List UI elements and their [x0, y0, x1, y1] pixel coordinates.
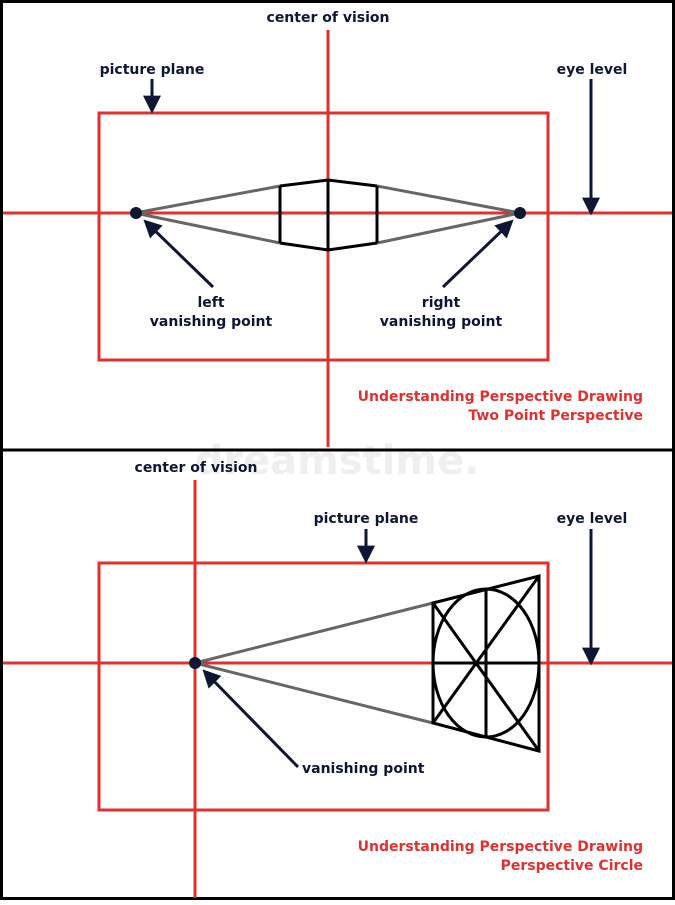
center-of-vision-label: center of vision	[267, 10, 390, 26]
panel-title-line2: Perspective Circle	[501, 858, 643, 874]
right-vp-arrow	[441, 219, 514, 289]
vanishing-point-dot	[189, 657, 201, 669]
picture-plane-label: picture plane	[100, 62, 205, 78]
left-vp-arrow	[143, 219, 215, 289]
eye-level-label: eye level	[557, 62, 628, 78]
left-vp-label-line1: left	[197, 295, 224, 311]
vanishing-point-label: vanishing point	[302, 761, 425, 777]
watermark: dreamstime.	[195, 438, 480, 484]
right-vanishing-point-dot	[514, 207, 526, 219]
perspective-box	[278, 178, 379, 252]
panel-perspective-circle: center of vision picture plane eye level…	[3, 460, 672, 898]
vp-arrow	[202, 669, 300, 769]
perspective-circle-figure	[431, 574, 541, 753]
projection-lines	[134, 184, 521, 245]
picture-plane-label: picture plane	[314, 511, 419, 527]
eye-level-label: eye level	[557, 511, 628, 527]
picture-plane-rect	[97, 561, 550, 812]
panel-title-line1: Understanding Perspective Drawing	[358, 389, 643, 405]
right-vp-label-line2: vanishing point	[380, 314, 503, 330]
panel-title-line2: Two Point Perspective	[468, 408, 643, 424]
right-vp-label-line1: right	[422, 295, 461, 311]
left-vanishing-point-dot	[130, 207, 142, 219]
panel-title-line1: Understanding Perspective Drawing	[358, 839, 643, 855]
left-vp-label-line2: vanishing point	[150, 314, 273, 330]
projection-lines	[194, 601, 434, 725]
panel-two-point: center of vision picture plane eye level…	[3, 10, 672, 447]
picture-plane-rect	[97, 111, 550, 362]
center-of-vision-label: center of vision	[135, 460, 258, 476]
